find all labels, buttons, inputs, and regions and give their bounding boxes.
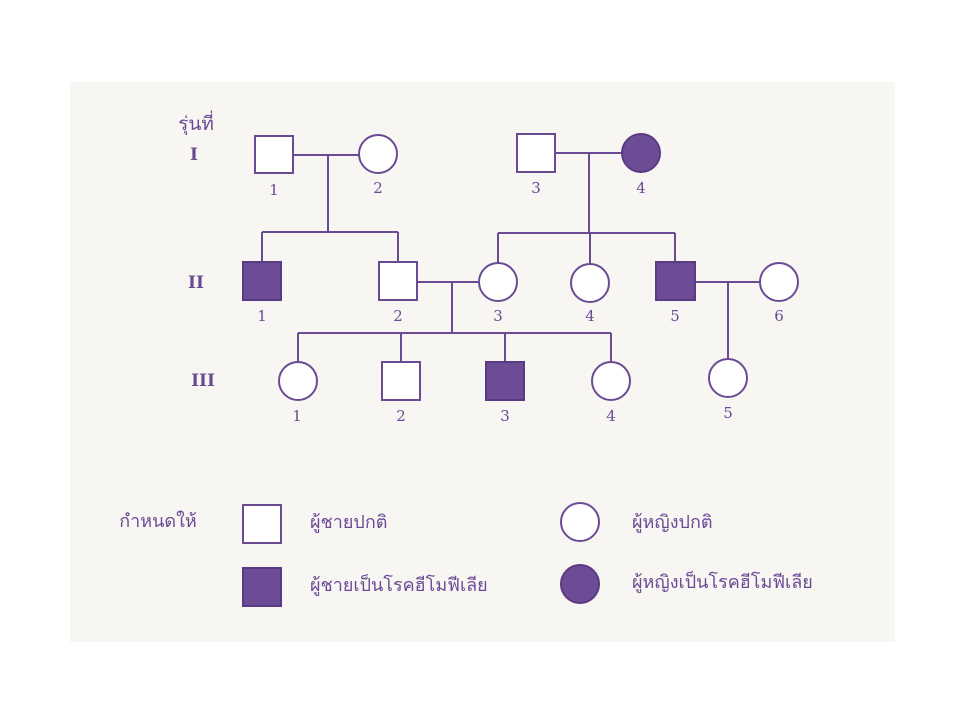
legend-affected-male-label: ผู้ชายเป็นโรคฮีโมฟีเลีย bbox=[310, 573, 488, 596]
legend: กำหนดให้ ผู้ชายปกติ ผู้หญิงปกติ ผู้ชายเป… bbox=[119, 502, 813, 607]
legend-normal-female-symbol bbox=[560, 502, 600, 542]
individual-III-4 bbox=[591, 361, 631, 401]
number-III-3: 3 bbox=[500, 407, 510, 425]
number-II-4: 4 bbox=[585, 307, 595, 325]
number-II-3: 3 bbox=[493, 307, 503, 325]
number-II-5: 5 bbox=[670, 307, 680, 325]
legend-affected-male-symbol bbox=[242, 567, 282, 607]
individual-I-4 bbox=[621, 133, 661, 173]
number-I-4: 4 bbox=[636, 179, 646, 197]
number-I-1: 1 bbox=[269, 181, 279, 199]
legend-normal-male-symbol bbox=[242, 504, 282, 544]
individual-II-3 bbox=[478, 262, 518, 302]
number-I-3: 3 bbox=[531, 179, 541, 197]
legend-normal-male-label: ผู้ชายปกติ bbox=[310, 512, 387, 533]
pedigree-lines bbox=[261, 152, 760, 362]
legend-heading: กำหนดให้ bbox=[119, 510, 197, 532]
individual-II-2 bbox=[378, 261, 418, 301]
number-III-2: 2 bbox=[396, 407, 406, 425]
legend-affected-female-label: ผู้หญิงเป็นโรคฮีโมฟีเลีย bbox=[632, 570, 813, 593]
generation-label-3: III bbox=[191, 371, 215, 391]
number-I-2: 2 bbox=[373, 179, 383, 197]
individual-III-5 bbox=[708, 358, 748, 398]
generation-label-2: II bbox=[188, 273, 204, 293]
individual-I-2 bbox=[358, 134, 398, 174]
legend-normal-female-label: ผู้หญิงปกติ bbox=[632, 512, 713, 533]
individual-II-1 bbox=[242, 261, 282, 301]
individual-II-6 bbox=[759, 262, 799, 302]
legend-affected-female-symbol bbox=[560, 564, 600, 604]
individual-I-1 bbox=[254, 135, 294, 174]
number-III-5: 5 bbox=[723, 404, 733, 422]
generation-label-1: I bbox=[190, 145, 198, 165]
number-III-4: 4 bbox=[606, 407, 616, 425]
individual-II-4 bbox=[570, 263, 610, 303]
number-III-1: 1 bbox=[292, 407, 302, 425]
number-II-1: 1 bbox=[257, 307, 267, 325]
number-II-2: 2 bbox=[393, 307, 403, 325]
individual-I-3 bbox=[516, 133, 556, 173]
individual-III-2 bbox=[381, 361, 421, 401]
individual-II-5 bbox=[655, 261, 696, 301]
individual-III-3 bbox=[485, 361, 525, 401]
generation-heading: รุ่นที่ bbox=[178, 110, 214, 136]
paper-background bbox=[70, 82, 895, 642]
number-II-6: 6 bbox=[774, 307, 784, 325]
individual-III-1 bbox=[278, 361, 318, 401]
